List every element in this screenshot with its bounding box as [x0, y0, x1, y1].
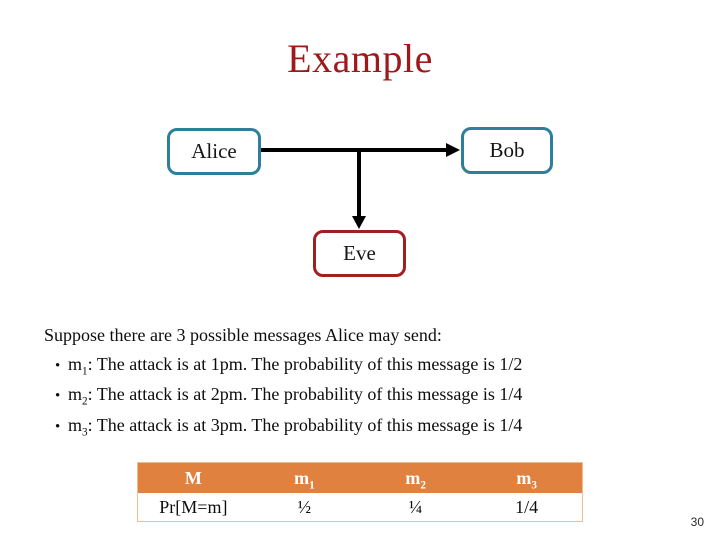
bullet-text: m2: The attack is at 2pm. The probabilit… — [68, 384, 523, 408]
row-label-cell: Pr[M=m] — [137, 493, 249, 522]
prob-m3-cell: 1/4 — [471, 493, 583, 522]
eve-label: Eve — [343, 241, 376, 265]
bullet-text: m3: The attack is at 3pm. The probabilit… — [68, 414, 523, 439]
prob-m2-cell: ¼ — [360, 493, 472, 522]
slide-title: Example — [287, 36, 433, 81]
bullet-item-m2: • m2: The attack is at 2pm. The probabil… — [44, 380, 694, 411]
table-header-row: M m1 m2 m3 — [137, 462, 583, 493]
header-cell-m1: m1 — [248, 462, 360, 493]
bullet-icon: • — [55, 388, 61, 404]
bob-label: Bob — [489, 138, 525, 162]
probability-table: M m1 m2 m3 Pr[M=m] ½ ¼ 1/4 — [137, 462, 583, 522]
header-cell-M: M — [137, 462, 249, 493]
body-text: Suppose there are 3 possible messages Al… — [44, 321, 694, 441]
prob-m1-cell: ½ — [248, 493, 360, 522]
intro-line: Suppose there are 3 possible messages Al… — [44, 325, 442, 345]
page-number: 30 — [690, 515, 704, 529]
alice-label: Alice — [191, 139, 237, 163]
bullet-item-m3: • m3: The attack is at 3pm. The probabil… — [44, 411, 694, 442]
header-cell-m3: m3 — [471, 462, 583, 493]
bob-box: Bob — [461, 127, 553, 174]
alice-box: Alice — [167, 128, 261, 175]
alice-to-bob-arrow — [261, 143, 460, 157]
bullet-icon: • — [55, 357, 61, 374]
table-row: Pr[M=m] ½ ¼ 1/4 — [137, 493, 583, 522]
bullet-item-m1: • m1: The attack is at 1pm. The probabil… — [44, 350, 694, 381]
channel-to-eve-arrow — [352, 150, 366, 229]
bullet-icon: • — [55, 418, 61, 435]
bullet-text: m1: The attack is at 1pm. The probabilit… — [68, 353, 523, 378]
eve-box: Eve — [313, 230, 406, 277]
header-cell-m2: m2 — [360, 462, 472, 493]
